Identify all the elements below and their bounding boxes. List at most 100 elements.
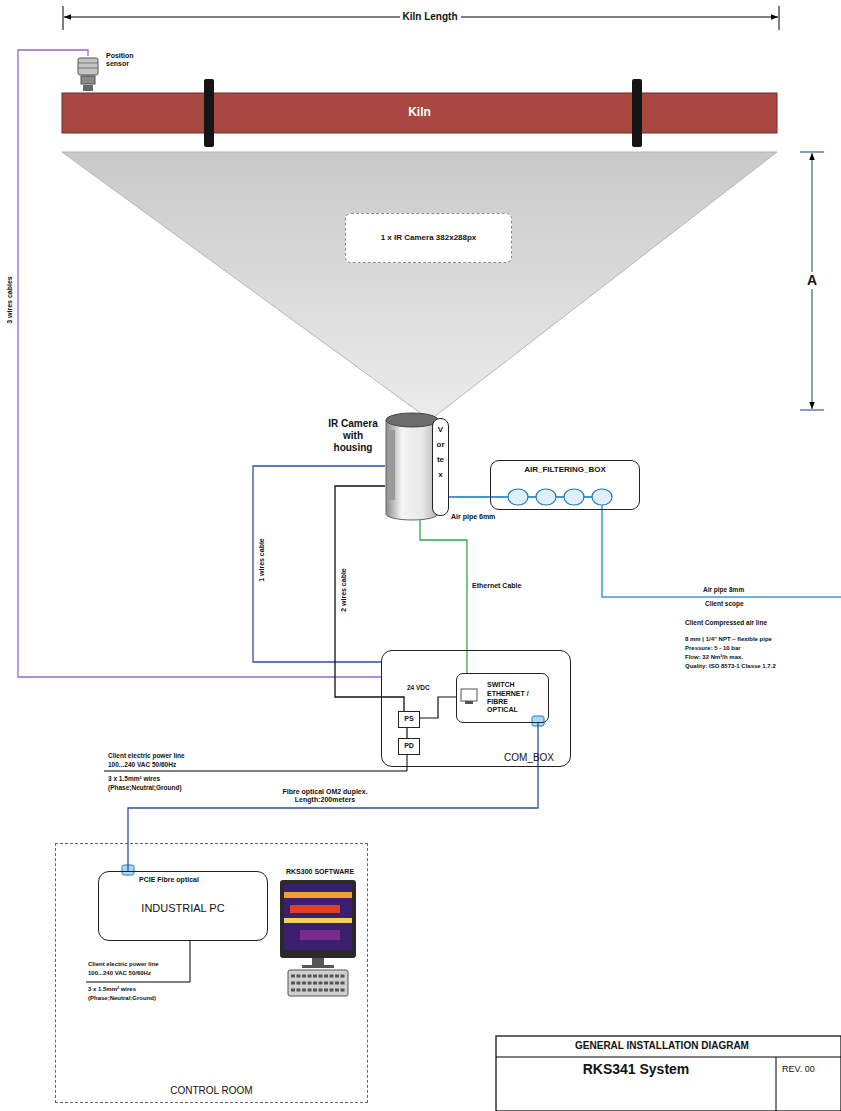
ethernet-port xyxy=(465,701,473,704)
kiln-tyre xyxy=(204,79,214,147)
pc-label: INDUSTRIAL PC xyxy=(99,902,267,915)
dimension-tick xyxy=(63,6,64,30)
sensor-label: Position sensor xyxy=(106,52,148,69)
title-block-rule xyxy=(496,1057,841,1058)
power-note: Client electric power line xyxy=(88,961,159,968)
air-filter xyxy=(592,489,612,505)
camera-stripe xyxy=(389,430,395,500)
position-sensor: Position sensor xyxy=(72,56,172,92)
spec-note: 8 mm | 1/4'' NPT – flexible pipe xyxy=(685,636,772,643)
com-box: COM_BOX SWITCH ETHERNET / FIBRE OPTICAL PS… xyxy=(381,650,571,767)
power-note: 100...240 VAC 50/60Hz xyxy=(88,970,151,977)
power-note: Client electric power line xyxy=(108,752,185,760)
industrial-pc: PCIE Fibre opticalINDUSTRIAL PC xyxy=(98,871,268,941)
ir-camera: IR Camera with housingVortex xyxy=(385,410,451,520)
network-switch: SWITCH ETHERNET / FIBRE OPTICAL xyxy=(456,673,549,723)
dimension-label: A xyxy=(804,272,820,289)
cable-connector xyxy=(253,466,385,662)
pipe-label: Air pipe 8mm xyxy=(703,586,744,594)
sensor-body xyxy=(81,76,95,84)
kiln: Kiln xyxy=(62,93,777,133)
kiln-tyre xyxy=(632,79,642,147)
thermal-band xyxy=(300,930,340,940)
air-filter xyxy=(536,489,556,505)
revision: REV. 00 xyxy=(782,1064,815,1075)
cable-connector xyxy=(406,728,407,738)
dimension-label: Kiln Length xyxy=(400,11,461,23)
camera-spec: 1 x IR Camera 382x288px xyxy=(381,233,477,242)
software-label: RKS300 SOFTWARE xyxy=(286,868,354,876)
cable-connector xyxy=(335,486,404,711)
cable-label: 2 wires cable xyxy=(340,568,348,612)
room-label: CONTROL ROOM xyxy=(56,1085,367,1097)
cable-label: Air pipe 6mm xyxy=(451,513,495,521)
box-title: COM_BOX xyxy=(504,752,554,764)
spec-note: Quality: ISO 8573-1 Classe 1.7.2 xyxy=(685,663,776,670)
ps-label: PS xyxy=(404,715,413,723)
thermal-band xyxy=(290,905,340,913)
client-air-line xyxy=(602,505,841,597)
kiln-label: Kiln xyxy=(408,106,431,120)
power-distribution: PD xyxy=(398,738,420,755)
thermal-band xyxy=(284,918,352,923)
power-supply: PS xyxy=(398,711,420,728)
monitor xyxy=(280,880,356,958)
cable-connector xyxy=(128,723,538,871)
kiln-shell xyxy=(62,93,777,133)
vortex-tube: Vortex xyxy=(432,418,449,516)
keyboard-keys xyxy=(291,982,345,985)
camera-label: IR Camera with housing xyxy=(325,418,381,454)
ethernet-port xyxy=(461,689,477,701)
spec-heading: Client Compressed air line xyxy=(685,619,767,627)
cable-label: 1 wires cable xyxy=(258,538,266,582)
keyboard-keys xyxy=(291,975,345,978)
cable-label: Ethernet Cable xyxy=(472,582,521,590)
title-block-rule xyxy=(776,1057,777,1111)
power-note: 100...240 VAC 50/60Hz xyxy=(108,761,176,769)
dimension-tick xyxy=(800,410,824,411)
spec-note: Pressure: 5 - 10 bar xyxy=(685,645,741,652)
cable-label: 3 wires cables xyxy=(6,276,14,323)
voltage-label: 24 VDC xyxy=(407,684,430,692)
camera-cap xyxy=(386,413,438,427)
switch-label: SWITCH ETHERNET / FIBRE OPTICAL xyxy=(487,681,539,715)
pd-label: PD xyxy=(404,742,414,750)
monitor-screen xyxy=(284,884,352,950)
sensor-rib xyxy=(78,63,98,64)
power-note: (Phase;Neutral;Ground) xyxy=(108,784,182,792)
cable-connector xyxy=(449,496,490,498)
monitor-stand xyxy=(312,958,324,965)
drawing-title: GENERAL INSTALLATION DIAGRAM xyxy=(575,1040,749,1052)
box-title: AIR_FILTERING_BOX xyxy=(491,465,639,474)
camera-housing xyxy=(386,420,438,520)
air-filtering-box: AIR_FILTERING_BOX xyxy=(490,460,640,510)
field-of-view xyxy=(62,152,777,420)
system-name: RKS341 System xyxy=(583,1061,690,1078)
cable-connector xyxy=(18,50,381,677)
keyboard-keys xyxy=(291,989,345,992)
monitor-stand xyxy=(302,965,334,968)
power-line xyxy=(86,940,190,982)
spec-note: Flow: 32 Nm³/h max. xyxy=(685,654,743,661)
air-filter xyxy=(508,489,528,505)
camera-spec-box: 1 x IR Camera 382x288px xyxy=(345,213,512,263)
title-block xyxy=(496,1036,841,1111)
vortex-label: Vortex xyxy=(437,422,445,482)
port-label: PCIE Fibre optical xyxy=(139,876,199,884)
thermal-band xyxy=(284,892,352,898)
power-note: (Phase;Neutral;Ground) xyxy=(88,995,156,1002)
scope-note: Client scope xyxy=(705,600,744,608)
cable-connector xyxy=(420,697,456,718)
sensor-rib xyxy=(78,68,98,69)
sensor-head xyxy=(78,58,98,75)
power-note: 3 x 1.5mm² wires xyxy=(108,775,160,783)
power-note: 3 x 1.5mm² wires xyxy=(88,986,136,993)
air-filter xyxy=(564,489,584,505)
sensor-mount xyxy=(83,85,93,91)
dimension-tick xyxy=(779,6,780,30)
cable-label: Fibre optical OM2 duplex. Length:200mete… xyxy=(275,788,375,804)
dimension-tick xyxy=(800,152,824,153)
